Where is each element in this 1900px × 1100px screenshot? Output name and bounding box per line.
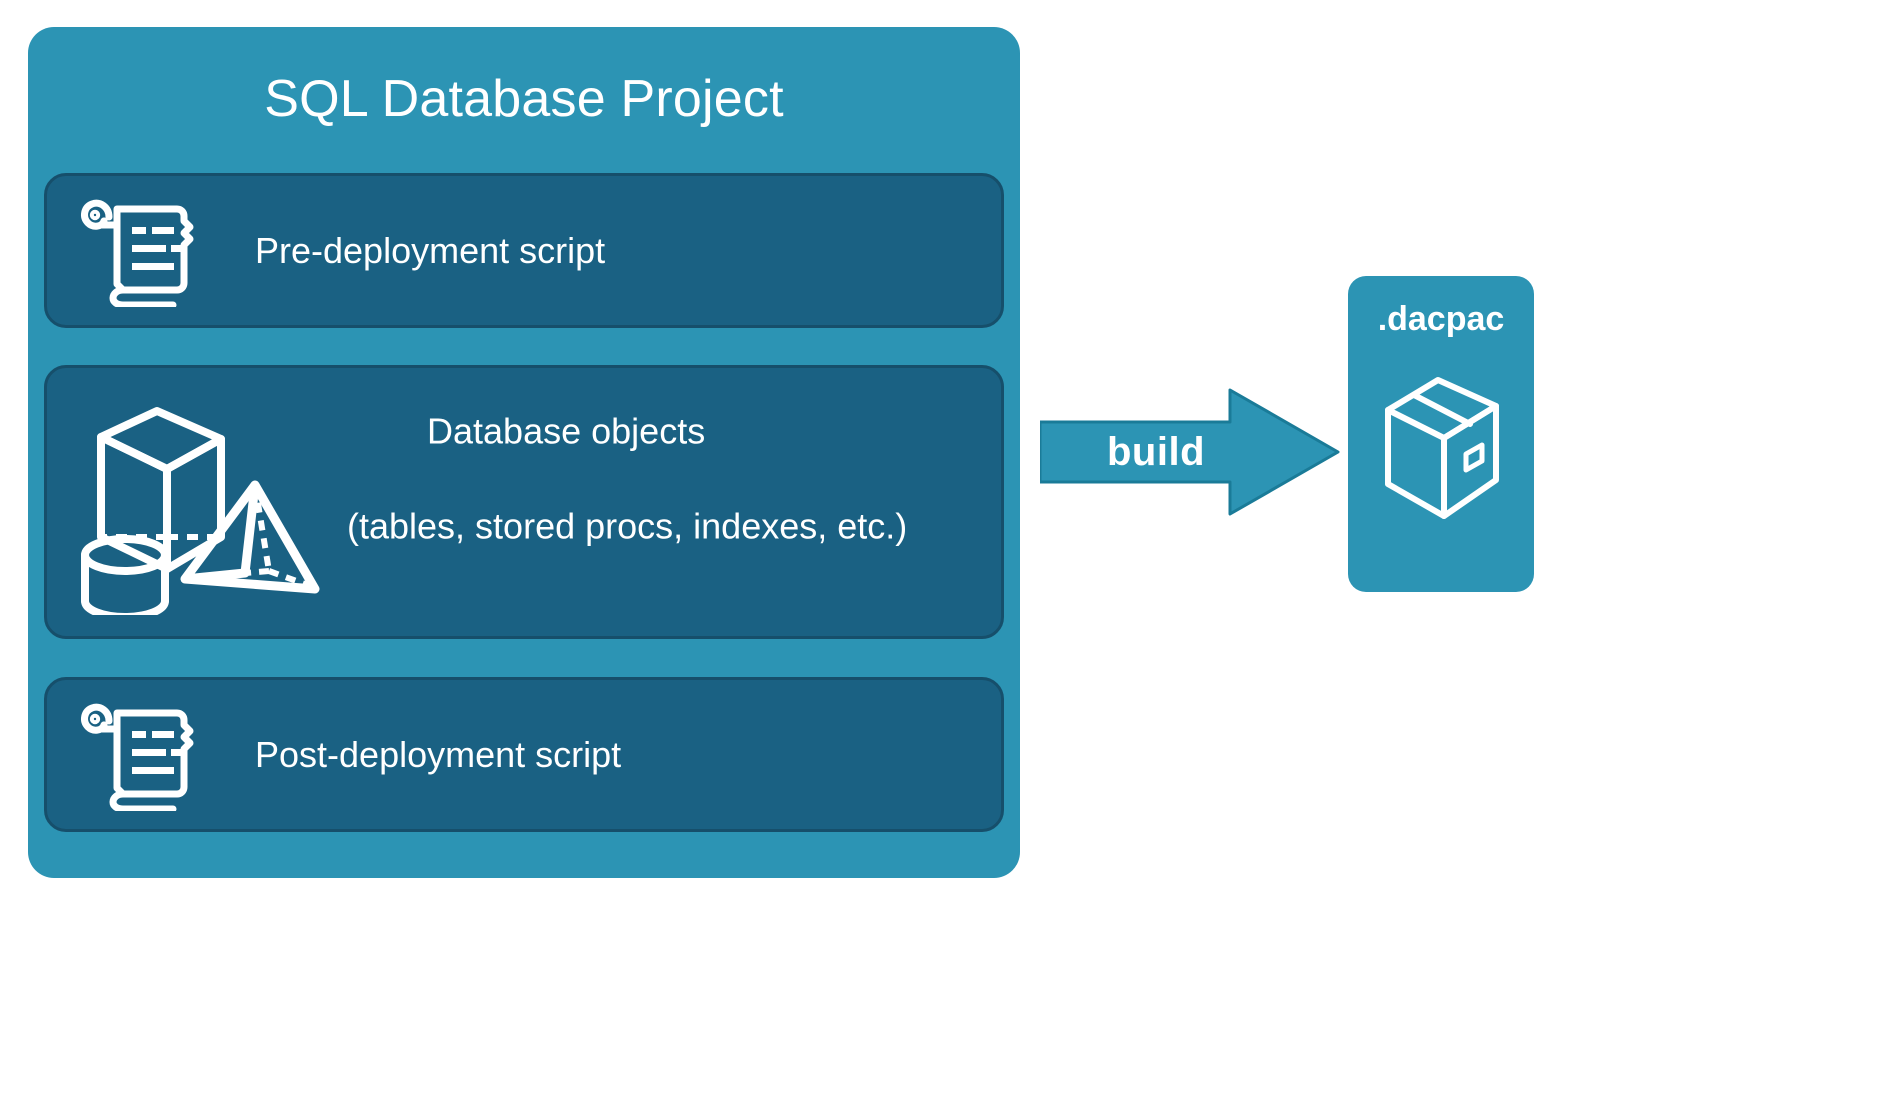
panel-database-objects-label: Database objects (tables, stored procs, … bbox=[347, 359, 907, 644]
build-arrow-label: build bbox=[1106, 429, 1206, 474]
sql-database-project-card: SQL Database Project bbox=[28, 27, 1020, 878]
dacpac-output-card: .dacpac bbox=[1348, 276, 1534, 592]
package-box-icon bbox=[1374, 368, 1510, 526]
project-title: SQL Database Project bbox=[264, 70, 784, 128]
scroll-icon bbox=[77, 195, 207, 308]
build-arrow: build bbox=[1040, 388, 1340, 516]
database-objects-line-2: (tables, stored procs, indexes, etc.) bbox=[347, 505, 908, 546]
panel-pre-deployment-label: Pre-deployment script bbox=[255, 229, 606, 271]
database-objects-icons bbox=[69, 389, 331, 622]
dacpac-title: .dacpac bbox=[1377, 300, 1505, 338]
panel-database-objects: Database objects (tables, stored procs, … bbox=[44, 365, 1004, 639]
panel-pre-deployment: Pre-deployment script bbox=[44, 173, 1004, 328]
scroll-icon bbox=[77, 699, 207, 812]
panel-post-deployment-label: Post-deployment script bbox=[255, 733, 622, 775]
database-objects-line-1: Database objects bbox=[427, 409, 706, 451]
panel-post-deployment: Post-deployment script bbox=[44, 677, 1004, 832]
